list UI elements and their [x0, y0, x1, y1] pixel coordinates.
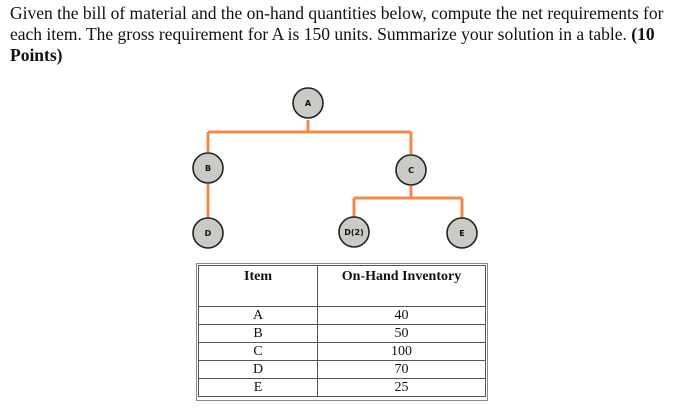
cell-qty: 40: [317, 306, 486, 325]
question-points: (10 Points): [10, 24, 655, 65]
bom-node-c: C: [395, 154, 427, 186]
header-item: Item: [198, 265, 318, 307]
table-row: B 50: [198, 324, 486, 343]
question-body: Given the bill of material and the on-ha…: [10, 3, 664, 44]
cell-qty: 70: [317, 360, 486, 379]
cell-qty: 100: [317, 342, 486, 361]
table-row: C 100: [198, 342, 486, 361]
svg-text:B: B: [205, 164, 211, 173]
cell-item: E: [198, 378, 318, 397]
svg-text:A: A: [305, 99, 312, 108]
table-row: A 40: [198, 306, 486, 325]
bom-node-d2: D(2): [338, 216, 370, 248]
svg-text:D(2): D(2): [344, 228, 364, 237]
cell-item: C: [198, 342, 318, 361]
inventory-table: Item On-Hand Inventory A 40 B 50 C 100 D…: [198, 265, 486, 397]
bom-node-a: A: [292, 87, 324, 119]
cell-item: D: [198, 360, 318, 379]
svg-text:C: C: [408, 166, 414, 175]
svg-text:E: E: [459, 229, 464, 238]
question-text: Given the bill of material and the on-ha…: [10, 3, 694, 66]
table-header-row: Item On-Hand Inventory: [198, 265, 486, 307]
svg-text:D: D: [205, 229, 212, 238]
edge-a-bc: [206, 120, 413, 154]
header-on-hand: On-Hand Inventory: [317, 265, 486, 307]
edge-c-de: [352, 186, 464, 218]
table-row: E 25: [198, 378, 486, 397]
bom-node-d: D: [192, 217, 224, 249]
bom-node-b: B: [192, 152, 224, 184]
cell-qty: 25: [317, 378, 486, 397]
table-row: D 70: [198, 360, 486, 379]
cell-qty: 50: [317, 324, 486, 343]
bom-node-e: E: [446, 217, 478, 249]
cell-item: B: [198, 324, 318, 343]
bill-of-material-diagram: A B C D D(2) E: [192, 87, 478, 249]
cell-item: A: [198, 306, 318, 325]
